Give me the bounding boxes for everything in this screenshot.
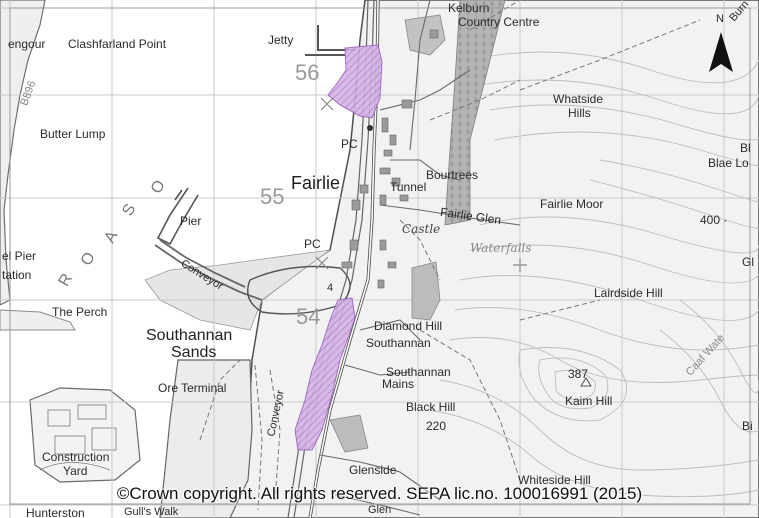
grid-number-55: 55: [260, 184, 285, 209]
label-diamond-hill: Diamond Hill: [374, 319, 443, 333]
label-southannan-sands-1: Southannan: [146, 327, 233, 344]
label-whatside-1: Whatside: [553, 92, 604, 106]
label-lairdside-hill: Lairdside Hill: [594, 286, 663, 300]
label-castle: Castle: [402, 222, 441, 236]
label-height-220: 220: [426, 419, 447, 433]
label-pc-south: PC: [304, 237, 321, 251]
grid-cross-markers: [315, 97, 527, 272]
label-pier: Pier: [180, 214, 202, 228]
label-fairlie: Fairlie: [291, 173, 341, 193]
label-tunnel: Tunnel: [390, 180, 427, 194]
tracks: [199, 0, 701, 511]
label-glen-bottom: Glen: [368, 504, 392, 516]
north-arrow-icon: [706, 30, 736, 75]
woodland-glenside: [329, 414, 369, 453]
label-glenside: Glenside: [349, 463, 397, 477]
island-landmass: [0, 0, 46, 306]
label-height-387: 387: [568, 367, 589, 381]
label-height-400: 400 ·: [700, 213, 728, 227]
label-country-centre: Country Centre: [458, 15, 540, 29]
label-bourtrees: Bourtrees: [426, 168, 479, 182]
label-el-pier: el Pier: [2, 249, 37, 263]
woodland-north: [404, 14, 446, 56]
map-frame: [9, 7, 751, 505]
label-waterfalls: Waterfalls: [470, 241, 532, 255]
ore-terminal-area: [159, 359, 253, 518]
label-southannan-sands-2: Sands: [171, 344, 217, 361]
label-g: Gl: [742, 255, 754, 269]
copyright-notice: ©Crown copyright. All rights reserved. S…: [116, 484, 643, 503]
label-southannan: Southannan: [366, 336, 431, 350]
road-junction-marker: [367, 125, 373, 131]
woodland-diamond-hill: [411, 261, 441, 321]
contour-lines: [429, 51, 759, 498]
jetty-structure: [305, 25, 355, 56]
label-the-perch: The Perch: [52, 305, 108, 319]
flood-zone-north: [327, 44, 383, 119]
label-gulls-walk: Gull's Walk: [124, 506, 179, 518]
label-pc-north: PC: [341, 137, 358, 151]
fairlie-pier: [156, 187, 199, 246]
trig-point-icon: [580, 377, 592, 387]
label-clashfarland-point: Clashfarland Point: [68, 37, 167, 51]
label-southannan-mains-2: Mains: [382, 377, 415, 391]
flood-zone-south: [294, 297, 356, 451]
label-bi: Bi: [742, 419, 753, 433]
label-black-hill: Black Hill: [406, 400, 456, 414]
grid-number-56: 56: [295, 60, 320, 85]
label-ore-terminal: Ore Terminal: [158, 381, 227, 395]
label-whatside-2: Hills: [568, 106, 591, 120]
grid-number-54: 54: [296, 304, 321, 329]
label-construction-2: Yard: [63, 464, 88, 478]
label-road-4: 4: [327, 282, 334, 294]
label-southannan-mains-1: Southannan: [386, 365, 451, 379]
conveyor-structure: [154, 239, 263, 301]
label-butter-lump: Butter Lump: [40, 127, 106, 141]
the-perch-shore: [0, 309, 76, 331]
label-whiteside-hill: Whiteside Hill: [518, 473, 591, 487]
label-kaim-hill: Kaim Hill: [565, 394, 613, 408]
construction-yard-detail: [39, 404, 117, 471]
minor-roads: [319, 0, 521, 516]
label-bl: Bl: [740, 141, 751, 155]
fairlie-buildings: [341, 29, 439, 289]
label-north: N: [716, 13, 724, 25]
label-tation: tation: [2, 268, 32, 282]
label-construction-1: Construction: [42, 450, 110, 464]
woodland-kelburn: [444, 0, 506, 226]
label-blae-lo: Blae Lo: [708, 156, 749, 170]
label-engour: engour: [8, 37, 46, 51]
label-jetty: Jetty: [268, 33, 294, 47]
label-hunterston: Hunterston: [26, 506, 85, 518]
label-fairlie-moor: Fairlie Moor: [540, 197, 604, 211]
label-kelburn: Kelburn: [448, 1, 490, 15]
